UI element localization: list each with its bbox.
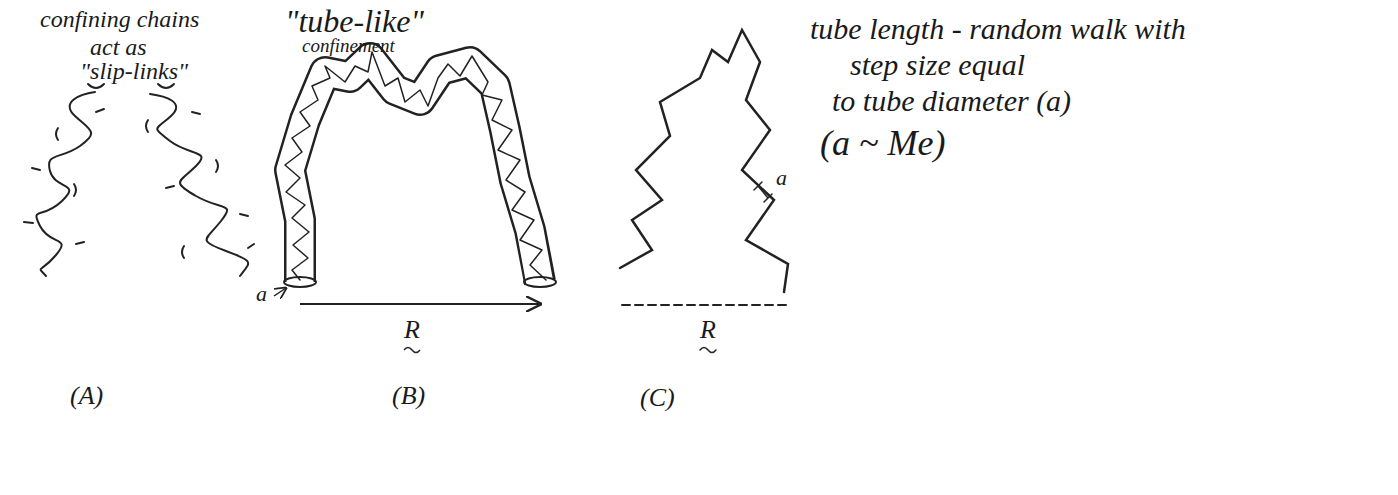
vector-tilde (404, 348, 420, 353)
chain (36, 92, 95, 276)
annotation: confinement (302, 36, 395, 57)
slip-link (248, 244, 254, 248)
slip-link (182, 246, 184, 258)
slip-link (192, 112, 200, 114)
slip-link (24, 222, 33, 223)
panel-a-chains (24, 84, 254, 276)
annotation: act as (90, 34, 147, 60)
step-size-bracket (754, 182, 772, 202)
annotation: "tube-like" (285, 4, 424, 39)
panel-b-tube (274, 52, 556, 353)
tube-end (524, 277, 556, 287)
slip-link (240, 214, 248, 216)
tube-inside (290, 58, 540, 284)
primitive-path (620, 30, 788, 292)
panel-c-random-walk (620, 30, 788, 353)
slip-link (74, 184, 76, 196)
end-to-end-vector (300, 303, 540, 305)
vector-tilde (700, 348, 716, 353)
note-text: tube length - random walk with (810, 12, 1186, 45)
chain (150, 94, 248, 276)
vector-label: R (700, 316, 716, 345)
slip-link (166, 186, 174, 188)
annotation: "slip-links" (80, 58, 188, 84)
confined-chain (285, 52, 546, 280)
slip-link (88, 84, 104, 88)
dimension-label: a (776, 166, 787, 190)
annotation: confining chains (40, 6, 199, 32)
slip-link (158, 84, 174, 88)
slip-link (56, 128, 58, 140)
scaling-note: (a ~ Me) (820, 124, 945, 164)
panel-label: (C) (640, 384, 675, 413)
slip-link (96, 109, 104, 112)
tube-end (284, 277, 316, 287)
panel-label: (B) (392, 382, 425, 411)
vector-label: R (404, 316, 420, 345)
slip-link (146, 120, 148, 132)
slip-link (216, 160, 218, 172)
slip-link (32, 168, 40, 170)
note-text: step size equal (850, 48, 1025, 81)
slip-link (76, 242, 84, 244)
end-to-end-vector (622, 304, 786, 306)
note-text: to tube diameter (a) (832, 84, 1071, 117)
dimension-label: a (256, 282, 267, 306)
diameter-pointer (274, 288, 286, 296)
panel-label: (A) (70, 382, 103, 411)
